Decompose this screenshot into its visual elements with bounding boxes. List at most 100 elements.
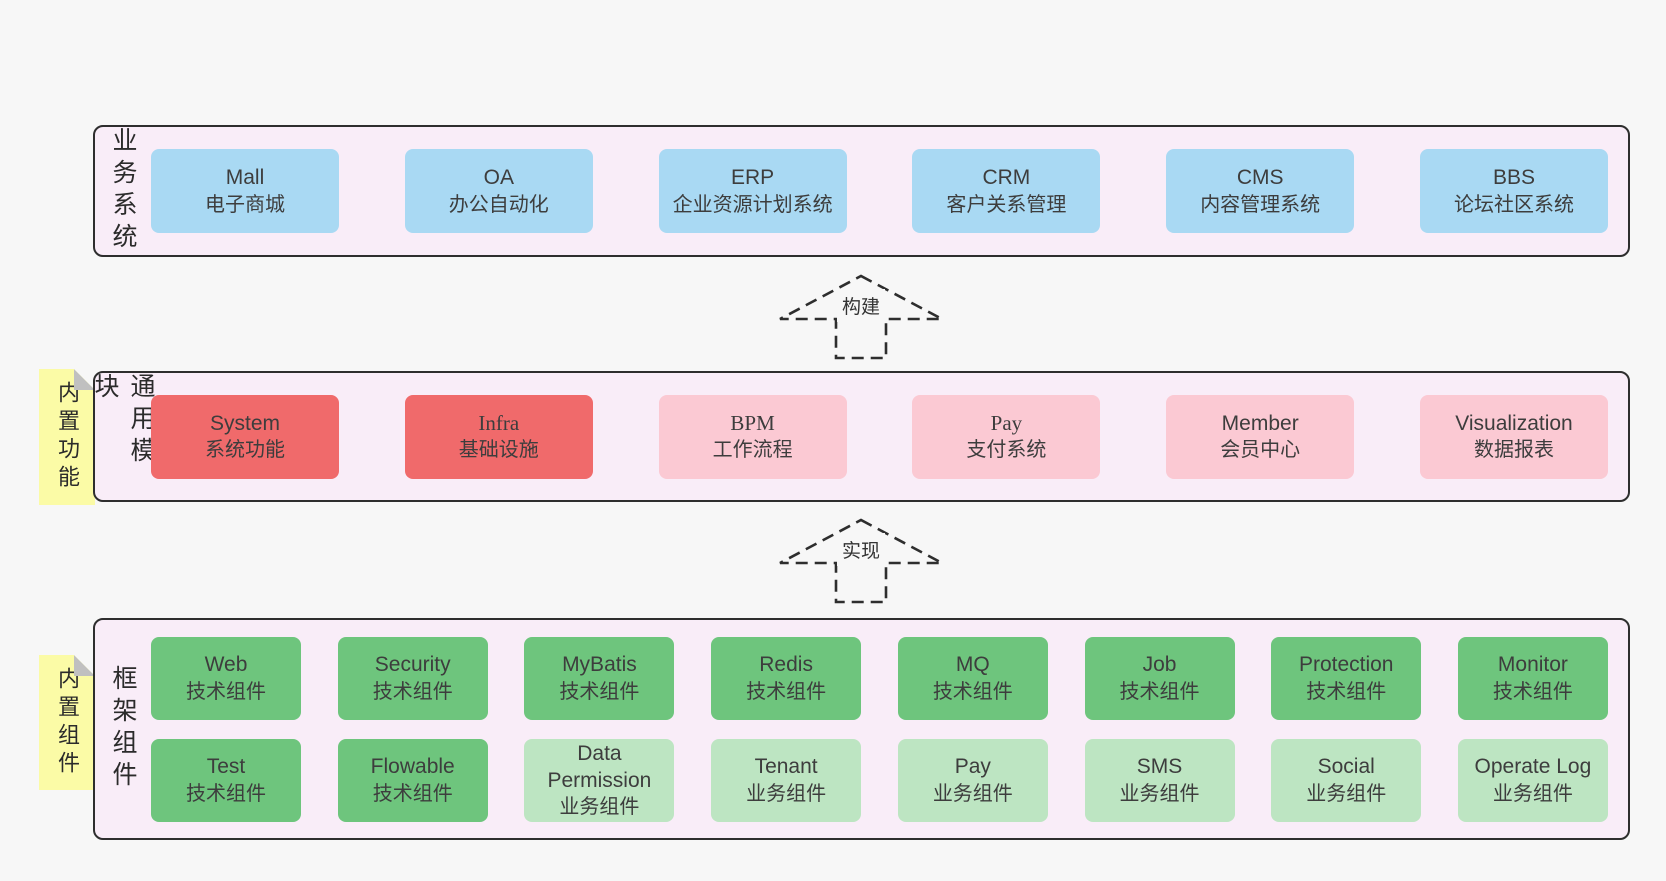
- box-subtitle: 业务组件: [1306, 782, 1387, 805]
- box-security: Security 技术组件: [337, 636, 488, 720]
- layer-title-framework-components: 框架组件: [109, 665, 137, 793]
- box-title: Web: [204, 653, 248, 677]
- box-mq: MQ 技术组件: [897, 636, 1048, 720]
- box-subtitle: 业务组件: [1119, 782, 1200, 805]
- box-title: Mall: [225, 166, 265, 190]
- box-bbs: BBS 论坛社区系统: [1419, 149, 1608, 233]
- box-subtitle: 技术组件: [559, 680, 640, 703]
- box-subtitle: 业务组件: [559, 796, 640, 819]
- box-title: SMS: [1136, 755, 1183, 779]
- sticky-note-text: 内置功能: [55, 381, 80, 493]
- box-crm: CRM 客户关系管理: [912, 149, 1101, 233]
- box-title: Security: [374, 653, 451, 677]
- box-subtitle: 论坛社区系统: [1453, 193, 1574, 216]
- box-title: BPM: [730, 410, 775, 435]
- box-title: ERP: [731, 166, 775, 190]
- box-title: Test: [206, 755, 246, 779]
- box-title: Operate Log: [1474, 755, 1592, 779]
- box-subtitle: 办公自动化: [448, 193, 549, 216]
- box-title: Protection: [1298, 653, 1394, 677]
- arrow-label-build: 构建: [836, 289, 886, 322]
- box-title: MQ: [955, 653, 990, 677]
- box-data-permission: Data Permission 业务组件: [524, 738, 675, 822]
- box-pay: Pay 支付系统: [912, 394, 1101, 479]
- box-subtitle: 会员中心: [1220, 439, 1301, 462]
- box-title: Job: [1142, 653, 1177, 677]
- box-subtitle: 技术组件: [1119, 680, 1200, 703]
- box-title: Data Permission: [547, 741, 652, 792]
- box-protection: Protection 技术组件: [1271, 636, 1422, 720]
- box-title: Flowable: [370, 755, 455, 779]
- box-title: BBS: [1492, 166, 1535, 190]
- layer-title-common-modules: 通用模块: [91, 373, 155, 469]
- sticky-note-built-in-components: 内置组件: [39, 655, 95, 790]
- box-title: Redis: [759, 653, 813, 677]
- box-title: MyBatis: [562, 653, 637, 677]
- box-flowable: Flowable 技术组件: [337, 738, 488, 822]
- box-title: CMS: [1236, 166, 1284, 190]
- up-arrow-icon: [779, 518, 943, 604]
- box-subtitle: 系统功能: [205, 439, 285, 462]
- box-subtitle: 业务组件: [746, 782, 827, 805]
- box-subtitle: 技术组件: [186, 680, 266, 703]
- up-arrow-icon: [779, 274, 943, 360]
- arrow-label-implement: 实现: [836, 533, 886, 566]
- box-subtitle: 客户关系管理: [946, 193, 1067, 216]
- box-cms: CMS 内容管理系统: [1166, 149, 1355, 233]
- layer-framework-components: 框架组件 Web 技术组件 Security 技术组件 MyBatis 技术组件 Redis…: [93, 618, 1630, 840]
- box-oa: OA 办公自动化: [404, 149, 593, 233]
- box-subtitle: 数据报表: [1473, 439, 1554, 462]
- box-visualization: Visualization 数据报表: [1419, 394, 1608, 479]
- box-subtitle: 技术组件: [1306, 680, 1387, 703]
- box-title: System: [209, 411, 280, 435]
- arrow-implement: 实现: [776, 517, 946, 605]
- box-title: Infra: [478, 410, 520, 435]
- box-mybatis: MyBatis 技术组件: [524, 636, 675, 720]
- box-subtitle: 内容管理系统: [1200, 193, 1321, 216]
- box-subtitle: 支付系统: [966, 439, 1047, 462]
- box-title: Visualization: [1455, 411, 1573, 435]
- sticky-note-built-in-features: 内置功能: [39, 369, 95, 505]
- sticky-note-text: 内置组件: [55, 666, 80, 779]
- box-title: OA: [483, 166, 514, 190]
- arrow-build: 构建: [776, 273, 946, 361]
- box-subtitle: 业务组件: [932, 782, 1013, 805]
- box-social: Social 业务组件: [1271, 738, 1422, 822]
- layer-title-business-systems: 业务系统: [109, 127, 137, 255]
- box-title: Monitor: [1497, 653, 1568, 677]
- box-subtitle: 技术组件: [372, 782, 453, 805]
- box-subtitle: 技术组件: [932, 680, 1013, 703]
- box-mall: Mall 电子商城: [151, 149, 339, 233]
- box-title: Pay: [990, 410, 1023, 435]
- box-subtitle: 基础设施: [458, 439, 539, 462]
- box-subtitle: 技术组件: [372, 680, 453, 703]
- box-member: Member 会员中心: [1166, 394, 1355, 479]
- box-test: Test 技术组件: [151, 738, 301, 822]
- box-sms: SMS 业务组件: [1084, 738, 1235, 822]
- box-subtitle: 电子商城: [205, 193, 285, 216]
- box-subtitle: 技术组件: [186, 782, 266, 805]
- box-title: Social: [1317, 755, 1375, 779]
- box-infra: Infra 基础设施: [404, 394, 593, 479]
- box-title: Pay: [954, 755, 991, 779]
- box-title: Member: [1221, 411, 1299, 435]
- folded-corner-icon: [74, 655, 95, 676]
- box-system: System 系统功能: [151, 394, 339, 479]
- box-title: CRM: [982, 166, 1031, 190]
